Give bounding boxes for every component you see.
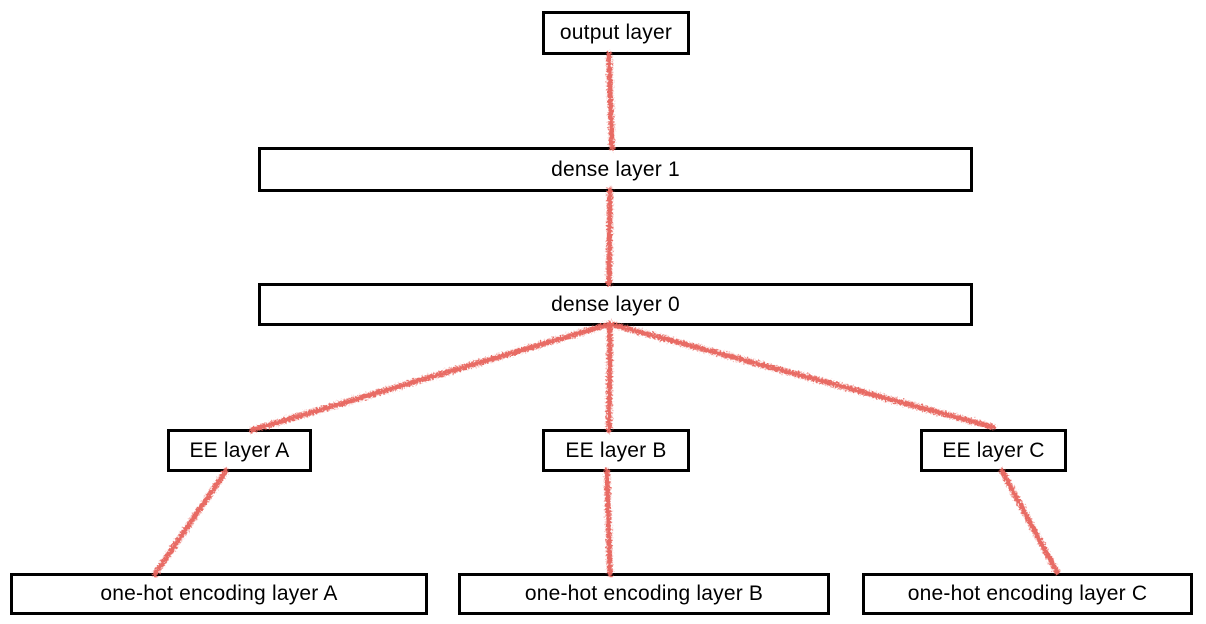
node-onehot-b: one-hot encoding layer B (458, 573, 830, 615)
node-label-dense0: dense layer 0 (551, 292, 680, 316)
node-label-onehot-c: one-hot encoding layer C (907, 582, 1148, 605)
node-dense1: dense layer 1 (258, 147, 973, 192)
node-label-ee-a: EE layer A (189, 438, 290, 462)
node-label-dense1: dense layer 1 (551, 157, 680, 181)
node-label-onehot-a: one-hot encoding layer A (100, 582, 338, 605)
node-ee-b: EE layer B (542, 429, 690, 472)
node-ee-a: EE layer A (167, 429, 312, 472)
node-onehot-c: one-hot encoding layer C (862, 573, 1193, 615)
node-label-ee-c: EE layer C (942, 438, 1045, 462)
node-output: output layer (542, 11, 690, 55)
node-onehot-a: one-hot encoding layer A (10, 573, 428, 615)
node-label-output: output layer (559, 21, 673, 44)
node-dense0: dense layer 0 (258, 283, 973, 326)
node-label-ee-b: EE layer B (565, 438, 667, 462)
node-ee-c: EE layer C (920, 429, 1067, 472)
node-label-onehot-b: one-hot encoding layer B (524, 582, 764, 605)
